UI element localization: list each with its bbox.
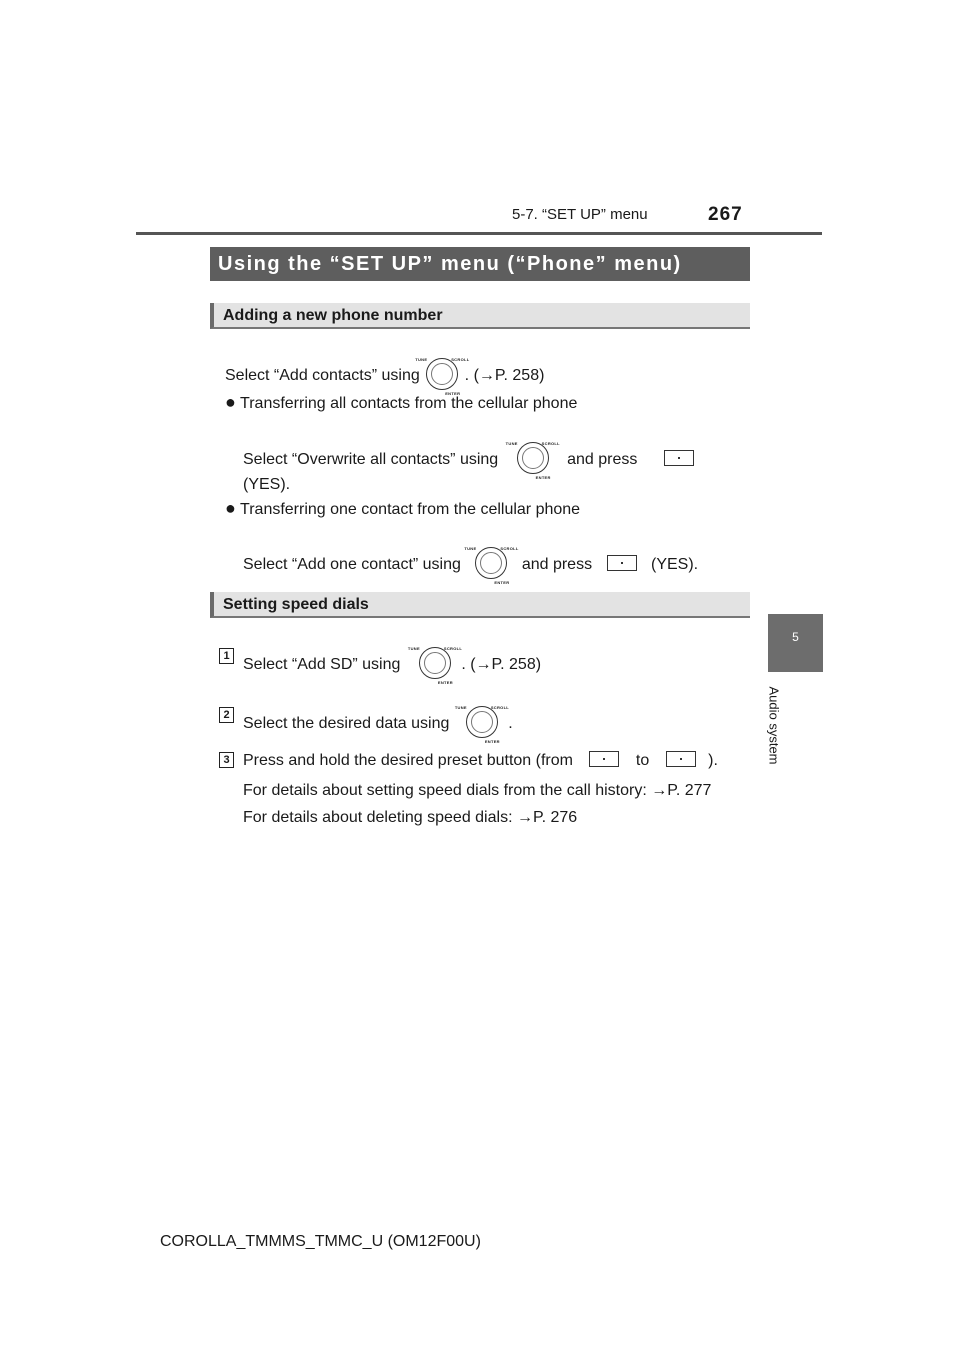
preset-button-icon	[589, 751, 620, 767]
note-delete-speed-dials: For details about deleting speed dials: …	[243, 809, 578, 826]
step-press-preset: Press and hold the desired preset button…	[243, 751, 718, 769]
section-path: 5-7. “SET UP” menu	[512, 206, 648, 223]
chapter-tab: 5	[768, 614, 823, 672]
bullet-item: ● Transferring one contact from the cell…	[225, 498, 581, 518]
bullet-item: ● Transferring all contacts from the cel…	[225, 392, 578, 412]
section-heading-add-phone: Adding a new phone number	[210, 303, 750, 329]
page-number: 267	[708, 204, 743, 225]
note-call-history: For details about setting speed dials fr…	[243, 782, 712, 799]
page-title: Using the “SET UP” menu (“Phone” menu)	[210, 247, 750, 281]
bullet-icon: ●	[225, 392, 236, 412]
step-number: 1	[219, 648, 234, 664]
chapter-label: Audio system	[766, 686, 782, 765]
footer-doc-id: COROLLA_TMMMS_TMMC_U (OM12F00U)	[160, 1233, 481, 1250]
step-number: 2	[219, 707, 234, 723]
section-heading-speed-dials: Setting speed dials	[210, 592, 750, 618]
preset-button-icon	[663, 450, 694, 466]
step-number: 3	[219, 752, 234, 768]
bullet-icon: ●	[225, 498, 236, 518]
preset-button-icon	[665, 751, 696, 767]
overwrite-contacts-instruction: Select “Overwrite all contacts” using TU…	[243, 441, 697, 480]
preset-button-icon	[606, 555, 637, 571]
yes-label: (YES).	[243, 476, 291, 493]
header-rule	[136, 232, 822, 235]
